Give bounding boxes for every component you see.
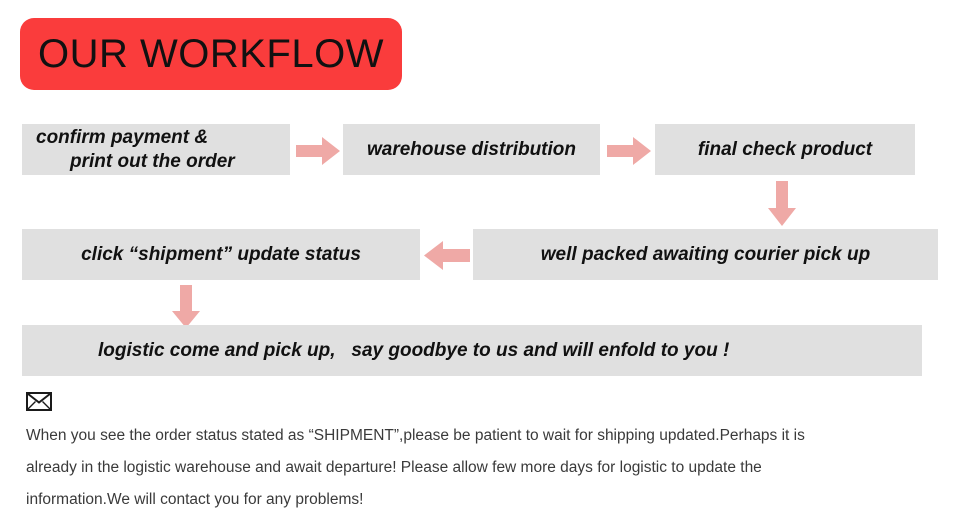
flow-step-label-line1: confirm payment & (36, 126, 209, 148)
page-title-banner: OUR WORKFLOW (20, 18, 402, 90)
shipping-note: When you see the order status stated as … (26, 392, 931, 516)
flow-step-logistic-pickup: logistic come and pick up, say goodbye t… (22, 325, 922, 376)
page-title: OUR WORKFLOW (38, 31, 384, 76)
flow-step-label: confirm payment &print out the order (36, 126, 235, 174)
flow-step-click-shipment: click “shipment” update status (22, 229, 420, 280)
note-line-2: already in the logistic warehouse and aw… (26, 459, 762, 476)
note-line-1: When you see the order status stated as … (26, 427, 805, 444)
envelope-icon (26, 392, 52, 411)
flow-step-well-packed: well packed awaiting courier pick up (473, 229, 938, 280)
flow-step-label: warehouse distribution (366, 138, 577, 160)
arrow-down-icon (768, 181, 796, 226)
arrow-left-icon (424, 241, 470, 270)
flow-step-final-check: final check product (655, 124, 915, 175)
arrow-right-icon (296, 137, 340, 165)
arrow-down-icon (172, 285, 200, 328)
flow-step-label: click “shipment” update status (81, 243, 361, 265)
arrow-right-icon (607, 137, 651, 165)
flow-step-label: well packed awaiting courier pick up (540, 243, 871, 265)
flow-step-warehouse-distribution: warehouse distribution (343, 124, 600, 175)
flow-step-confirm-payment: confirm payment &print out the order (22, 124, 290, 175)
note-line-3: information.We will contact you for any … (26, 491, 364, 508)
flow-step-label-line2: print out the order (70, 150, 235, 172)
flow-step-label: final check product (697, 138, 873, 160)
flow-step-label: logistic come and pick up, say goodbye t… (98, 339, 730, 361)
